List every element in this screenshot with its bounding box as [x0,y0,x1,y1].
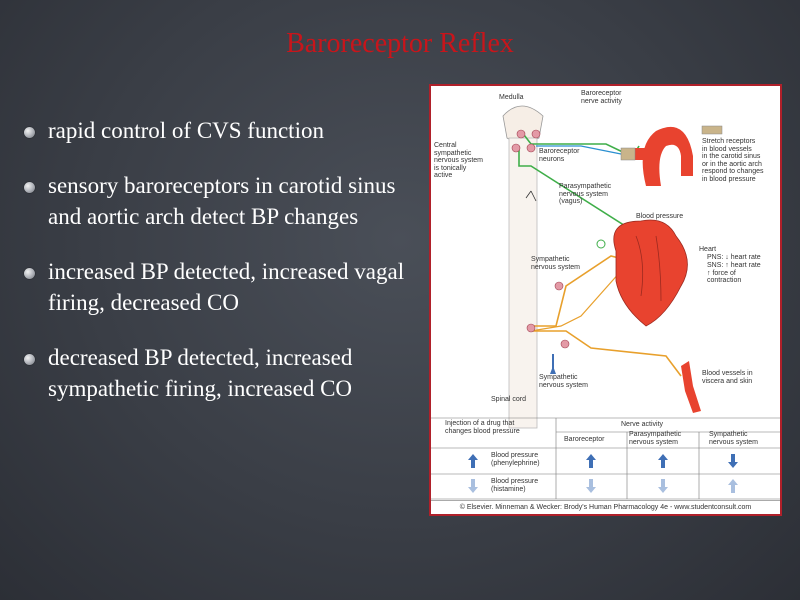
blood-vessel-shape [681,361,701,413]
bullet-item: increased BP detected, increased vagal f… [22,256,422,318]
bullet-icon [24,182,35,193]
table-header-sympathetic: Sympathetic nervous system [709,431,759,446]
figure-diagram [431,105,780,500]
bullet-text: decreased BP detected, increased sympath… [48,345,353,401]
slide-title: Baroreceptor Reflex [286,28,514,59]
arrow-down-icon [468,479,478,493]
label-sympathetic-2: Sympathetic nervous system [539,374,589,389]
table-row2-label: Blood pressure (histamine) [491,478,539,493]
label-baroreceptor-neurons: Baroreceptor neurons [539,148,580,163]
sympathetic-vessel-line [531,330,682,377]
bullet-item: decreased BP detected, increased sympath… [22,342,422,404]
label-heart: Heart [699,246,717,253]
table-header-parasympathetic: Parasympathetic nervous system [629,431,682,446]
label-blood-vessels: Blood vessels in viscera and skin [702,370,753,385]
bullet-text: sensory baroreceptors in carotid sinus a… [48,173,396,229]
bullet-item: rapid control of CVS function [22,115,422,146]
label-parasympathetic: Parasympathetic nervous system (vagus) [559,183,612,205]
legend-patch [701,125,723,135]
arrow-down-icon [658,479,668,493]
arrow-up-icon [586,454,596,468]
table-header-injection: Injection of a drug that changes blood p… [445,420,520,435]
baroreflex-figure: Medulla Baroreceptor nerve activity Cent… [429,84,782,516]
table-header-baroreceptor: Baroreceptor [564,436,605,443]
stretch-receptor-patch [620,147,636,161]
label-spinal-cord: Spinal cord [491,396,527,403]
table-arrows [468,454,738,493]
arrow-down-icon [586,479,596,493]
arrow-up-icon [468,454,478,468]
arrow-up-icon [658,454,668,468]
table-header-nerve-activity: Nerve activity [621,421,664,428]
label-medulla: Medulla [499,94,524,101]
arrow-up-icon [728,479,738,493]
figure-copyright: © Elsevier. Minneman & Wecker: Brody's H… [431,500,780,514]
aortic-arch-shape [642,126,693,186]
baroreceptor-line [536,145,632,157]
bullet-text: rapid control of CVS function [48,118,324,143]
label-sympathetic-1: Sympathetic nervous system [531,256,581,271]
heart-shape [613,219,688,327]
bullet-icon [24,127,35,138]
spinal-cord-shape [508,137,538,429]
bullet-icon [24,354,35,365]
bullet-list: rapid control of CVS function sensory ba… [22,115,422,428]
label-sns: SNS: ↑ heart rate ↑ force of contraction [707,262,761,284]
label-baroreceptor-nerve-activity: Baroreceptor nerve activity [581,90,622,105]
label-stretch-receptors: Stretch receptors in blood vessels in th… [702,138,764,183]
label-blood-pressure: Blood pressure [636,213,684,220]
label-central-sympathetic: Central sympathetic nervous system is to… [434,142,484,179]
label-pns: PNS: ↓ heart rate [707,254,761,261]
bullet-item: sensory baroreceptors in carotid sinus a… [22,170,422,232]
bullet-icon [24,268,35,279]
arrow-down-icon [728,454,738,468]
table-row1-label: Blood pressure (phenylephrine) [491,452,540,467]
bullet-text: increased BP detected, increased vagal f… [48,259,405,315]
